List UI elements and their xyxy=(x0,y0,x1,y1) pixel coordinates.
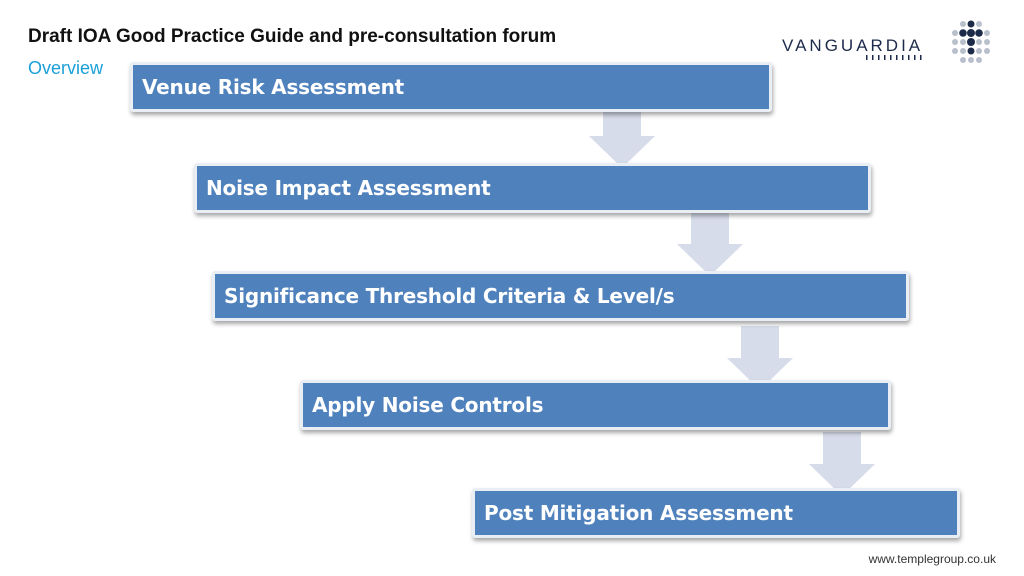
down-arrow-icon xyxy=(589,104,655,168)
step-label: Apply Noise Controls xyxy=(312,393,544,417)
step-apply-noise-controls: Apply Noise Controls xyxy=(300,380,891,430)
dot-grid-logo-icon xyxy=(952,20,990,63)
down-arrow-icon xyxy=(677,212,743,276)
logo-ticks-icon xyxy=(866,55,922,60)
step-significance-threshold-criteria: Significance Threshold Criteria & Level/… xyxy=(212,271,909,321)
step-label: Venue Risk Assessment xyxy=(142,75,405,99)
step-post-mitigation-assessment: Post Mitigation Assessment xyxy=(472,488,960,538)
vanguardia-logo-text: VANGUARDIA xyxy=(782,36,924,55)
footer-url: www.templegroup.co.uk xyxy=(868,552,996,566)
down-arrow-icon xyxy=(727,326,793,390)
slide-subtitle: Overview xyxy=(28,58,104,78)
step-noise-impact-assessment: Noise Impact Assessment xyxy=(194,163,871,213)
step-venue-risk-assessment: Venue Risk Assessment xyxy=(130,62,772,112)
step-label: Noise Impact Assessment xyxy=(206,176,491,200)
step-label: Post Mitigation Assessment xyxy=(484,501,793,525)
step-label: Significance Threshold Criteria & Level/… xyxy=(224,284,675,308)
slide-title: Draft IOA Good Practice Guide and pre-co… xyxy=(28,26,557,47)
down-arrow-icon xyxy=(809,432,875,496)
